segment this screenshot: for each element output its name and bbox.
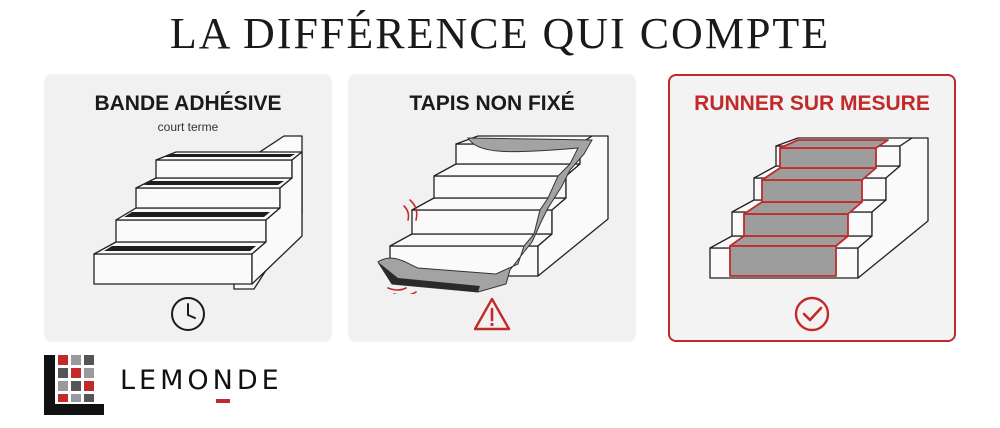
brand: LEMONDE: [44, 355, 344, 415]
brand-name-start: LEMO: [120, 365, 213, 396]
brand-name-end: DE: [236, 365, 283, 396]
panel-custom-runner: RUNNER SUR MESURE: [668, 74, 956, 342]
panel-title-loose: TAPIS NON FIXÉ: [409, 92, 575, 115]
panel-loose-carpet: TAPIS NON FIXÉ: [348, 74, 636, 342]
stairs-adhesive-illustration: [93, 135, 303, 290]
headline: LA DIFFÉRENCE QUI COMPTE: [169, 9, 831, 58]
panel-title-adhesive: BANDE ADHÉSIVE: [94, 92, 282, 115]
clock-icon: [171, 297, 205, 331]
stairs-custom-runner-illustration: [709, 137, 929, 279]
panel-subtitle-adhesive: court terme: [157, 120, 219, 134]
brand-name-accent: N: [212, 365, 237, 403]
brand-logo-mark: [44, 355, 104, 415]
stairs-loose-carpet-illustration: [377, 135, 609, 294]
panel-title-runner: RUNNER SUR MESURE: [694, 92, 930, 115]
panel-adhesive-strip: BANDE ADHÉSIVE court terme: [44, 74, 332, 342]
check-circle-icon: [794, 296, 830, 332]
brand-name: LEMONDE: [120, 365, 283, 403]
warning-triangle-icon: [473, 297, 511, 331]
